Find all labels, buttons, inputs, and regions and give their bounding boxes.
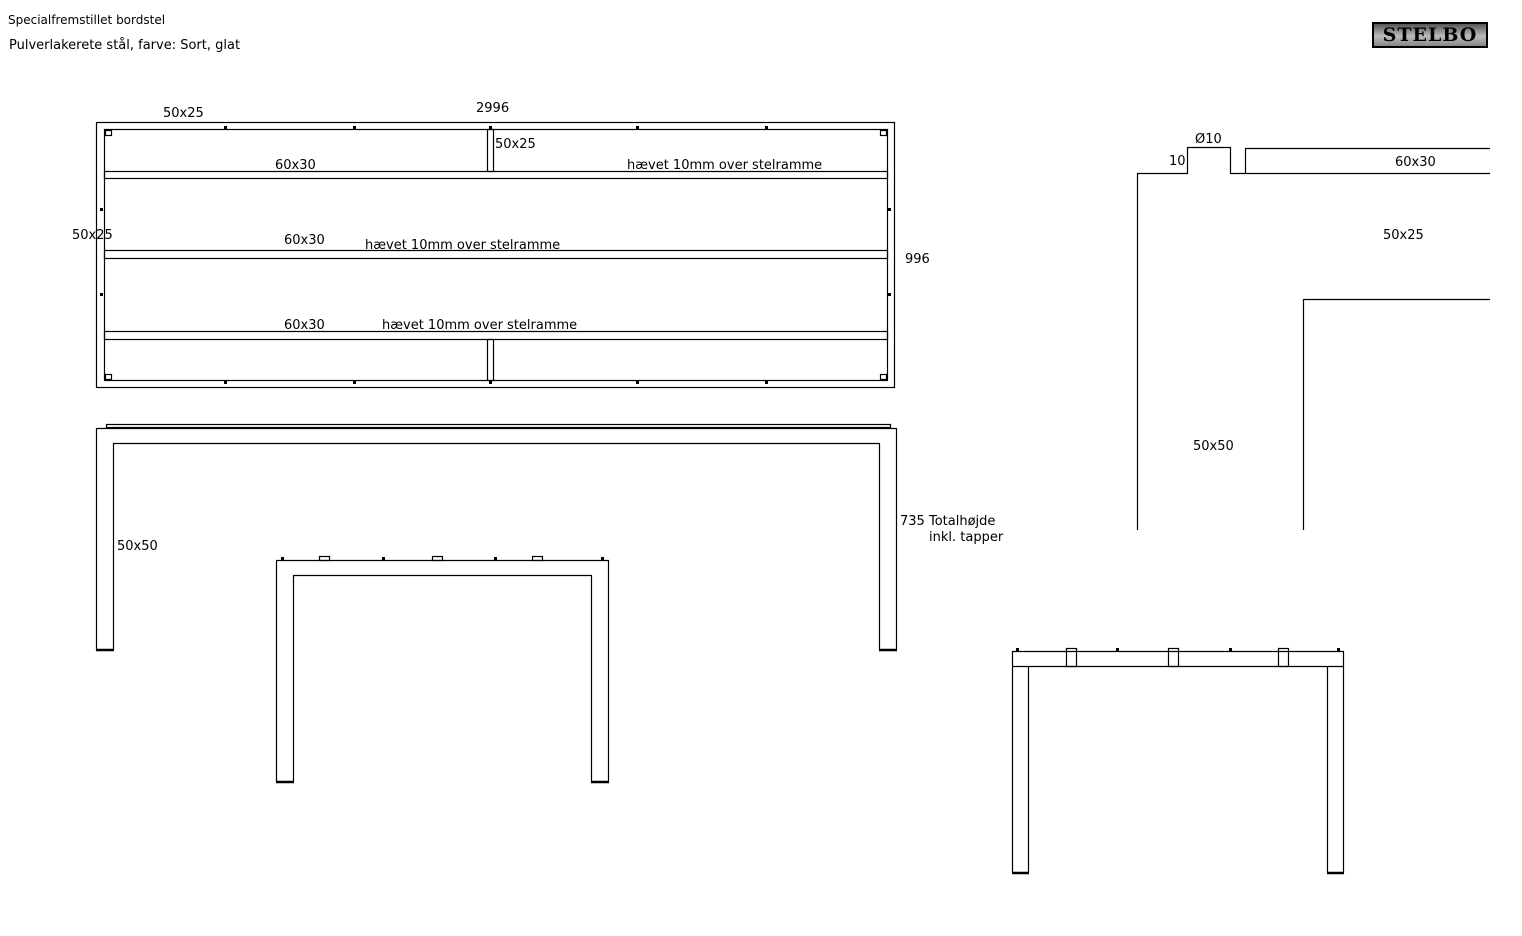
end-view [275,555,610,784]
end-view-2 [1011,647,1345,875]
drawing-title: Specialfremstillet bordstel [8,13,166,27]
corner-mark [104,373,113,381]
width-dimension: 996 [905,252,930,267]
top-rail [105,423,892,429]
crossbar-1 [103,170,889,180]
pin-height: 10 [1169,154,1186,169]
corner-mark [879,129,888,137]
crossbar-note: hævet 10mm over stelramme [365,238,560,253]
crossbar-note: hævet 10mm over stelramme [627,158,822,173]
center-brace-bottom [486,338,495,382]
material-note: Pulverlakerete stål, farve: Sort, glat [9,38,241,53]
frame-dimension: 50x25 [163,106,204,121]
height-dimension: 735 [900,514,925,529]
leg-dimension: 50x50 [1193,439,1234,454]
frame-dimension: 50x25 [1383,228,1424,243]
center-brace-dimension: 50x25 [495,137,536,152]
center-brace-top [486,128,495,173]
end-frame [1011,650,1345,873]
height-note: inkl. tapper [929,530,1004,545]
height-note: Totalhøjde [928,514,995,529]
corner-mark [104,129,113,137]
side-view: 50x50 735 Totalhøjde inkl. tapper [95,423,1004,652]
corner-mark [879,373,888,381]
crossbar-3 [103,330,889,341]
corner-detail [1136,146,1490,530]
pin [1167,647,1180,668]
crossbar-note: hævet 10mm over stelramme [382,318,577,333]
crossbar-2 [103,249,889,260]
crossbar-dimension: 60x30 [284,318,325,333]
pin [318,555,331,562]
pin [531,555,544,562]
bar-dimension: 60x30 [1395,155,1436,170]
end-frame [275,559,610,782]
side-frame-dimension: 50x25 [72,228,113,243]
stelbo-logo: STELBO [1372,22,1488,48]
pin [1065,647,1078,668]
leg-dimension: 50x50 [117,539,158,554]
pin [1277,647,1290,668]
crossbar-dimension: 60x30 [275,158,316,173]
crossbar-dimension: 60x30 [284,233,325,248]
logo-text: STELBO [1382,24,1478,46]
pin [431,555,444,562]
mounting-holes [100,126,891,384]
top-view: 50x25 2996 50x25 50x25 996 60x30 hævet 1… [72,101,930,389]
side-frame [95,427,898,650]
outer-frame [95,121,896,389]
length-dimension: 2996 [476,101,509,116]
detail-view: Ø10 10 60x30 50x25 50x50 [1136,132,1490,530]
pin-diameter: Ø10 [1195,132,1222,147]
